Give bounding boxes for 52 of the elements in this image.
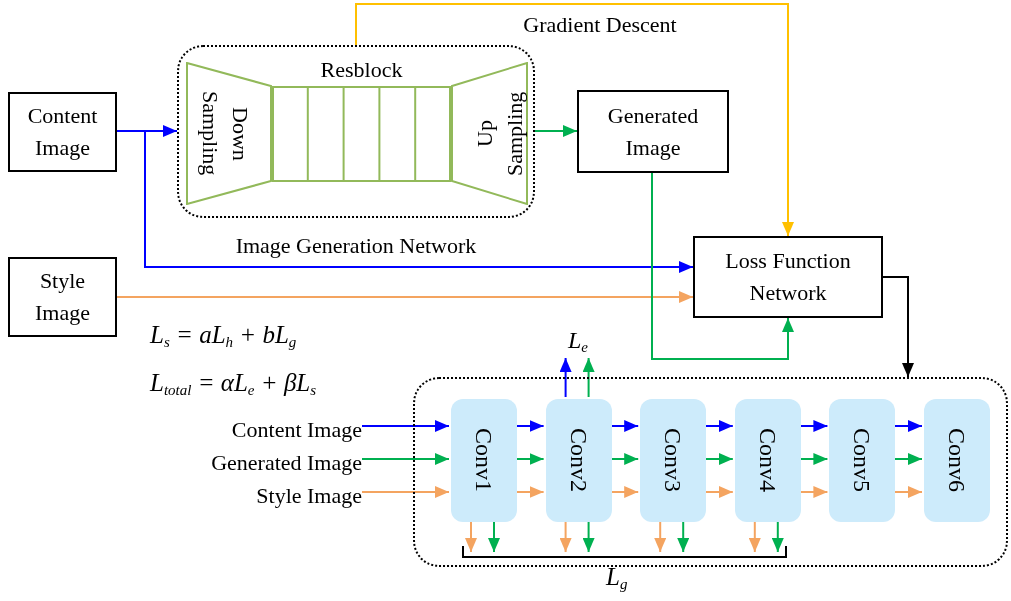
conv-layer	[829, 399, 896, 522]
upsampling-trapezoid	[451, 62, 528, 205]
box-label: Style Image	[34, 267, 91, 327]
arrow	[534, 125, 578, 137]
conv-label: Conv6	[943, 428, 971, 493]
stage-label: Down Sampling	[197, 90, 254, 178]
conv-label: Conv1	[470, 428, 498, 493]
stage-label: Up Sampling	[470, 90, 528, 178]
box-label: Content Image	[26, 102, 99, 162]
arrow	[361, 453, 450, 465]
input-label: Generated Image	[160, 449, 362, 477]
arrow	[654, 519, 667, 553]
conv-label: Conv2	[564, 428, 593, 493]
arrow	[559, 519, 572, 553]
formula: L$_{total}$ = αL$_{e}$ + βL$_{s}$	[150, 368, 317, 400]
conv-label: Conv3	[659, 428, 688, 493]
arrow	[582, 519, 595, 553]
arrow	[677, 519, 690, 553]
process-box	[8, 257, 117, 337]
conv-layer	[924, 399, 990, 522]
group-label: Image Generation Network	[234, 233, 478, 259]
arrow	[771, 519, 784, 553]
conv-layer	[734, 399, 801, 522]
input-label: Style Image	[200, 482, 362, 510]
arrow	[651, 172, 794, 360]
arrow	[582, 357, 595, 398]
formula: L$_{s}$ = aL$_{h}$ + bL$_{g}$	[150, 320, 297, 352]
process-box	[8, 92, 117, 172]
dotted-container	[413, 377, 1008, 567]
loss-symbol: L$_{g}$	[606, 562, 628, 594]
arrow	[361, 486, 450, 498]
box-label: Loss Function Network	[724, 247, 852, 307]
input-label: Content Image	[180, 416, 362, 444]
downsampling-trapezoid	[186, 62, 272, 205]
arrow	[559, 357, 572, 398]
arrow	[361, 420, 450, 432]
resblock-label: Resblock	[319, 58, 404, 82]
loss-symbol: L$_{e}$	[562, 326, 594, 358]
arrow	[465, 519, 477, 553]
process-box	[693, 236, 883, 318]
box-label: Generated Image	[606, 101, 700, 162]
arrow	[355, 3, 794, 237]
arrow	[882, 276, 914, 378]
arrow	[748, 519, 761, 553]
conv-label: Conv4	[753, 428, 782, 493]
conv-layer	[451, 399, 517, 522]
conv-layer	[545, 399, 612, 522]
process-box	[577, 90, 729, 173]
arrow	[116, 291, 694, 303]
arrow	[488, 519, 500, 553]
conv-layer	[640, 399, 707, 522]
conv-label: Conv5	[848, 428, 877, 493]
